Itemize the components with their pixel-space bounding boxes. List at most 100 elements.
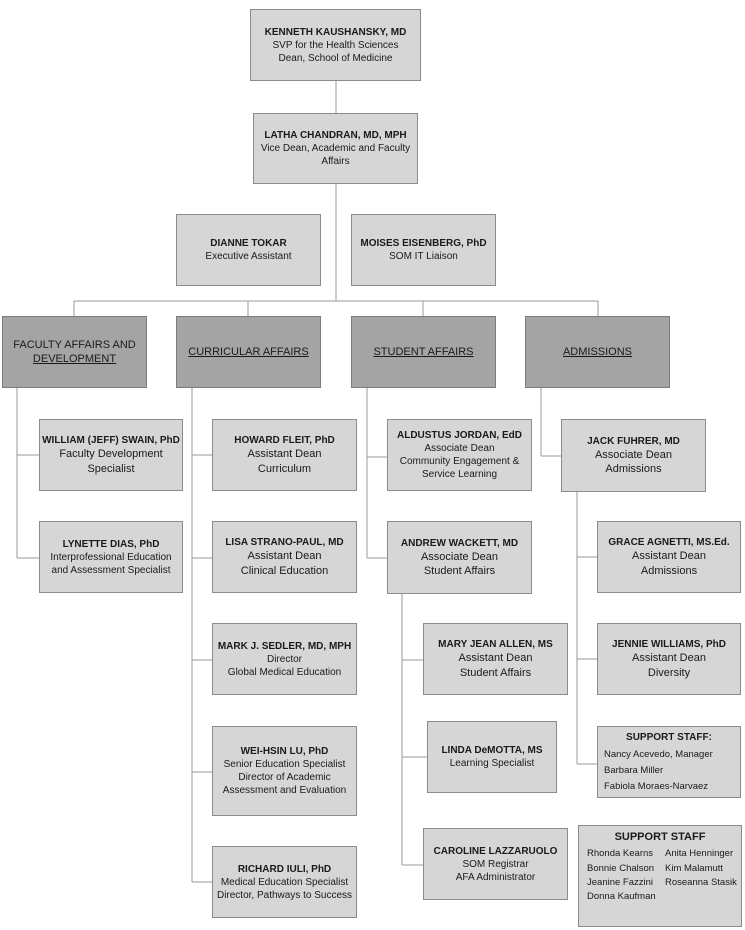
strano-name: LISA STRANO-PAUL, MD [225,537,344,549]
chandran-title-1: Vice Dean, Academic and Faculty [260,143,411,154]
staff-member: Bonnie Chalson [587,862,655,874]
dept-student-affairs: STUDENT AFFAIRS [351,316,496,388]
demotta-name: LINDA DeMOTTA, MS [441,745,543,756]
dept-student-affairs-title: STUDENT AFFAIRS [373,345,474,358]
eisenberg-box: MOISES EISENBERG, PhD SOM IT Liaison [351,214,496,286]
admissions-support-box: SUPPORT STAFF: Nancy Acevedo, Manager Ba… [597,726,741,798]
iuli-title-2: Director, Pathways to Success [216,889,353,901]
wackett-box: ANDREW WACKETT, MD Associate Dean Studen… [387,521,532,594]
support-staff-list: Rhonda Kearns Anita Henninger Bonnie Cha… [581,848,739,903]
eisenberg-title: SOM IT Liaison [389,251,458,262]
lu-title-2: Director of Academic [238,772,331,783]
dept-faculty-affairs-line2: DEVELOPMENT [32,353,117,365]
dias-box: LYNETTE DIAS, PhD Interprofessional Educ… [39,521,183,593]
dias-name: LYNETTE DIAS, PhD [62,538,160,550]
fuhrer-title-1: Associate Dean [594,448,673,461]
staff-member: Roseanna Stasik [665,876,737,888]
dept-faculty-affairs-line1: FACULTY AFFAIRS AND [13,338,136,351]
staff-member: Jeanine Fazzini [587,876,654,888]
allen-name: MARY JEAN ALLEN, MS [438,639,553,651]
kaushansky-title-1: SVP for the Health Sciences [272,39,399,51]
fuhrer-box: JACK FUHRER, MD Associate Dean Admission… [561,419,706,492]
staff-member: Barbara Miller [604,765,664,777]
sedler-box: MARK J. SEDLER, MD, MPH Director Global … [212,623,357,695]
dept-admissions-title: ADMISSIONS [562,345,633,358]
fleit-box: HOWARD FLEIT, PhD Assistant Dean Curricu… [212,419,357,491]
fleit-title-2: Curriculum [257,462,312,475]
lu-title-3: Assessment and Evaluation [222,785,347,796]
jordan-title-2: Community Engagement & [399,456,520,467]
jordan-title-1: Associate Dean [424,443,495,454]
support-staff-title: SUPPORT STAFF [614,831,706,843]
tokar-box: DIANNE TOKAR Executive Assistant [176,214,321,286]
dept-curricular-affairs: CURRICULAR AFFAIRS [176,316,321,388]
chandran-name: LATHA CHANDRAN, MD, MPH [264,130,407,141]
lu-box: WEI-HSIN LU, PhD Senior Education Specia… [212,726,357,816]
agnetti-title-1: Assistant Dean [632,550,706,563]
lu-title-1: Senior Education Specialist [223,759,346,770]
wackett-title-2: Student Affairs [423,565,496,577]
dias-title-1: Interprofessional Education [50,551,172,563]
iuli-box: RICHARD IULI, PhD Medical Education Spec… [212,846,357,918]
williams-title-2: Diversity [647,666,691,679]
eisenberg-name: MOISES EISENBERG, PhD [360,238,487,249]
staff-member: Anita Henninger [665,848,734,860]
strano-title-1: Assistant Dean [247,550,322,563]
tokar-title: Executive Assistant [205,251,292,262]
admissions-support-title: SUPPORT STAFF: [626,732,712,743]
staff-member: Donna Kaufman [587,891,656,903]
lazzaruolo-title-2: AFA Administrator [455,871,536,883]
demotta-title: Learning Specialist [449,758,535,769]
sedler-title-1: Director [266,653,302,665]
sedler-name: MARK J. SEDLER, MD, MPH [217,640,352,652]
tokar-name: DIANNE TOKAR [210,238,287,249]
williams-title-1: Assistant Dean [632,652,706,665]
allen-title-2: Student Affairs [459,666,532,679]
dept-faculty-affairs: FACULTY AFFAIRS AND DEVELOPMENT [2,316,147,388]
dept-admissions: ADMISSIONS [525,316,670,388]
fleit-name: HOWARD FLEIT, PhD [234,435,335,447]
chandran-title-2: Affairs [321,156,350,167]
staff-member: Fabiola Moraes-Narvaez [604,781,709,793]
kaushansky-name: KENNETH KAUSHANSKY, MD [264,26,407,38]
iuli-name: RICHARD IULI, PhD [237,863,332,875]
swain-name: WILLIAM (JEFF) SWAIN, PhD [42,435,180,447]
jordan-name: ALDUSTUS JORDAN, EdD [396,430,522,441]
allen-title-1: Assistant Dean [458,652,533,665]
strano-box: LISA STRANO-PAUL, MD Assistant Dean Clin… [212,521,357,593]
wackett-title-1: Associate Dean [420,550,499,563]
fleit-title-1: Assistant Dean [247,448,322,461]
swain-title-2: Specialist [87,462,135,475]
dept-curricular-affairs-title: CURRICULAR AFFAIRS [188,345,309,358]
iuli-title-1: Medical Education Specialist [220,876,349,888]
williams-box: JENNIE WILLIAMS, PhD Assistant Dean Dive… [597,623,741,695]
agnetti-title-2: Admissions [640,564,698,577]
jordan-title-3: Service Learning [421,469,498,480]
swain-box: WILLIAM (JEFF) SWAIN, PhD Faculty Develo… [39,419,183,491]
jordan-box: ALDUSTUS JORDAN, EdD Associate Dean Comm… [387,419,532,491]
lazzaruolo-name: CAROLINE LAZZARUOLO [433,845,558,857]
lu-name: WEI-HSIN LU, PhD [240,746,329,757]
kaushansky-title-2: Dean, School of Medicine [278,52,393,64]
agnetti-box: GRACE AGNETTI, MS.Ed. Assistant Dean Adm… [597,521,741,593]
fuhrer-name: JACK FUHRER, MD [587,435,680,447]
sedler-title-2: Global Medical Education [227,666,342,678]
admissions-support-list: Nancy Acevedo, Manager Barbara Miller Fa… [600,747,738,795]
demotta-box: LINDA DeMOTTA, MS Learning Specialist [427,721,557,793]
support-staff-box: SUPPORT STAFF Rhonda Kearns Anita Hennin… [578,825,742,927]
staff-member: Kim Malamutt [665,862,724,874]
lazzaruolo-box: CAROLINE LAZZARUOLO SOM Registrar AFA Ad… [423,828,568,900]
allen-box: MARY JEAN ALLEN, MS Assistant Dean Stude… [423,623,568,695]
swain-title-1: Faculty Development [59,448,163,461]
kaushansky-box: KENNETH KAUSHANSKY, MD SVP for the Healt… [250,9,421,81]
lazzaruolo-title-1: SOM Registrar [462,858,529,870]
agnetti-name: GRACE AGNETTI, MS.Ed. [608,537,730,549]
wackett-name: ANDREW WACKETT, MD [400,537,519,549]
fuhrer-title-2: Admissions [605,463,662,475]
staff-member: Nancy Acevedo, Manager [604,749,713,760]
williams-name: JENNIE WILLIAMS, PhD [612,639,726,651]
staff-member: Rhonda Kearns [587,848,654,860]
strano-title-2: Clinical Education [240,564,329,577]
chandran-box: LATHA CHANDRAN, MD, MPH Vice Dean, Acade… [253,113,418,184]
